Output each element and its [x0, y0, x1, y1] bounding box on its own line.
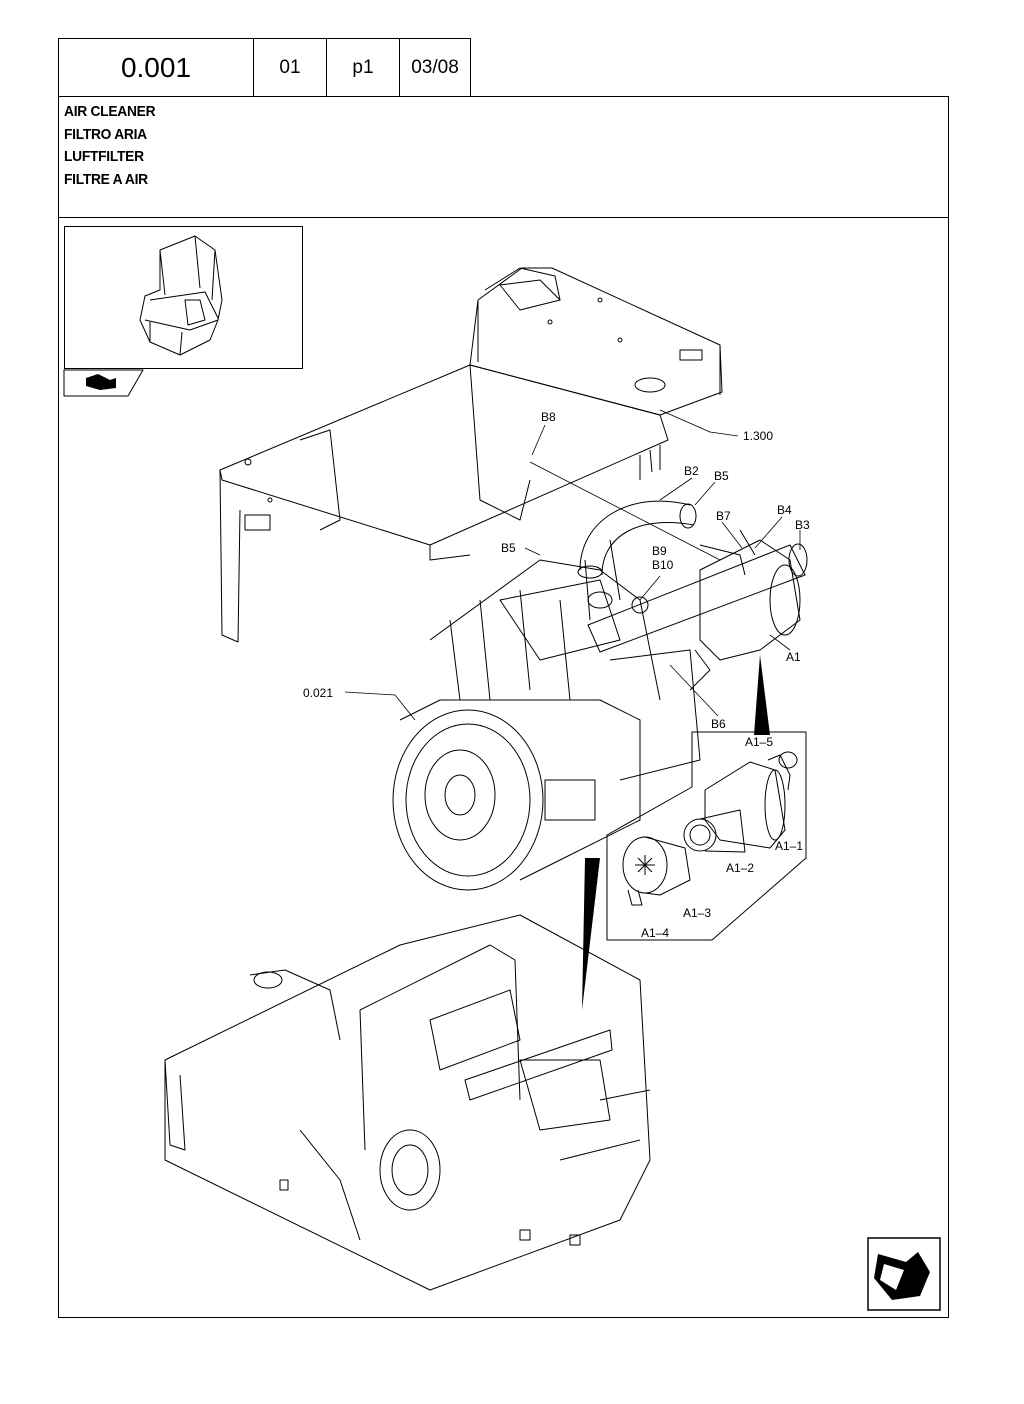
machine-locator-inset: [64, 226, 303, 369]
filter-components: [622, 751, 798, 906]
callout-1300: 1.300: [743, 429, 773, 443]
title-separator: [58, 217, 949, 218]
callout-b2: B2: [684, 464, 699, 478]
callout-a1: A1: [786, 650, 801, 664]
callout-b9: B9: [652, 544, 667, 558]
callout-leaders: [344, 409, 801, 721]
detail-pointer-upper: [754, 655, 770, 735]
excavator-thumbnail: [139, 235, 223, 356]
title-block: AIR CLEANER FILTRO ARIA LUFTFILTER FILTR…: [64, 101, 156, 191]
callout-b7: B7: [716, 509, 731, 523]
title-en: AIR CLEANER: [64, 103, 156, 120]
title-fr: FILTRE A AIR: [64, 170, 148, 188]
title-it: FILTRO ARIA: [64, 125, 147, 143]
intake-hoses: [577, 500, 808, 653]
lower-chassis-assembly: [164, 914, 651, 1291]
filter-detail-box: [606, 731, 807, 941]
callout-b6: B6: [711, 717, 726, 731]
callout-0021: 0.021: [303, 686, 333, 700]
inset-tab: [63, 369, 144, 397]
drawing-frame: [58, 96, 949, 1318]
callout-a1-2: A1–2: [726, 861, 754, 875]
callout-b8: B8: [541, 410, 556, 424]
air-cleaner-unit: [689, 529, 801, 691]
upper-frame-assembly: [219, 267, 723, 643]
callout-a1-4: A1–4: [641, 926, 669, 940]
callout-a1-1: A1–1: [775, 839, 803, 853]
callout-b5-lower: B5: [501, 541, 516, 555]
arrow-icon-small: [86, 374, 116, 390]
callout-a1-5: A1–5: [745, 735, 773, 749]
next-page-arrow-icon: [867, 1237, 941, 1311]
callout-b5-upper: B5: [714, 469, 729, 483]
callout-b4: B4: [777, 503, 792, 517]
engine-assembly: [392, 539, 701, 891]
callout-b3: B3: [795, 518, 810, 532]
callout-b10: B10: [652, 558, 674, 572]
callout-a1-3: A1–3: [683, 906, 711, 920]
detail-pointer-lower: [582, 858, 600, 1010]
title-de: LUFTFILTER: [64, 148, 144, 165]
